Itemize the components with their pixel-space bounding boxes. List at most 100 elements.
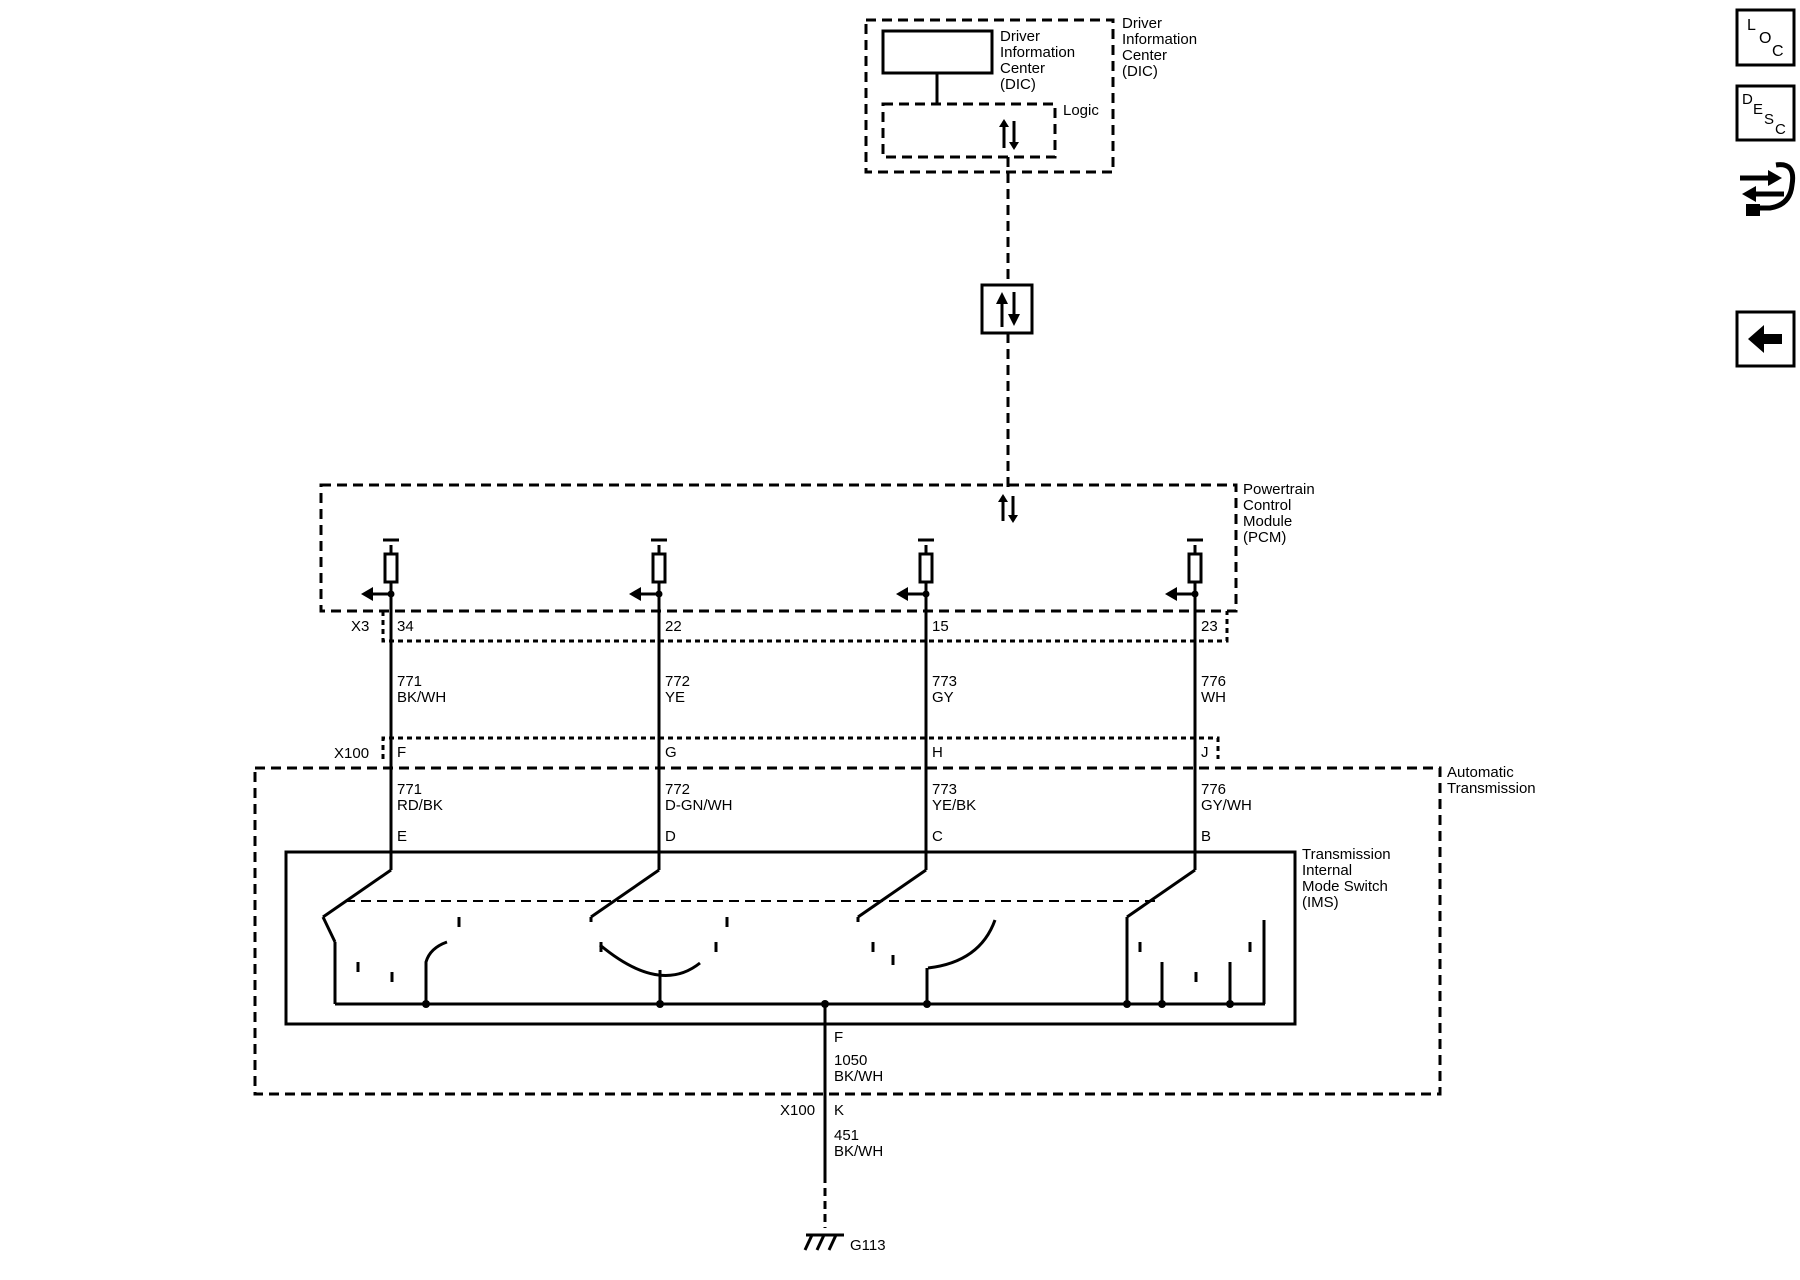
x100-pin-G: G [665, 744, 677, 761]
lower-wire-number: 776 [1201, 781, 1226, 798]
upper-wire-color: YE [665, 689, 685, 706]
desc-button[interactable]: D E S C [1735, 84, 1796, 142]
lower-wire-number: 773 [932, 781, 957, 798]
x100-pin-F: F [397, 744, 406, 761]
ims-bus-junction [1226, 1000, 1234, 1008]
pcm-module [319, 483, 1238, 613]
pcm-pin-23: 23 [1201, 618, 1218, 635]
pcm-comm-icon [998, 494, 1018, 523]
ims-label-4: (IMS) [1302, 894, 1339, 911]
pcm-input-arrow [629, 587, 641, 601]
ground-x100-label: X100 [780, 1102, 815, 1119]
ground-wire2-color: BK/WH [834, 1143, 883, 1160]
pcm-label-2: Control [1243, 497, 1291, 514]
dic-logic-label: Logic [1063, 102, 1099, 119]
dic-inner-label-3: Center [1000, 60, 1045, 77]
desc-letter-c: C [1775, 121, 1786, 138]
loc-button[interactable]: L O C [1735, 8, 1796, 67]
automatic-transmission-box [253, 766, 1442, 1096]
x3-connector-label: X3 [351, 618, 369, 635]
ims-pin-E: E [397, 828, 407, 845]
ims-switch-e [321, 852, 461, 1004]
ims-bus-junction [923, 1000, 931, 1008]
ims-switch-box [284, 850, 1297, 1026]
upper-wire-color: WH [1201, 689, 1226, 706]
ground-x100-pin: K [834, 1102, 844, 1119]
pcm-resistor [918, 552, 934, 584]
desc-letter-d: D [1742, 91, 1753, 108]
lower-wire-color: D-GN/WH [665, 797, 733, 814]
upper-wire-number: 776 [1201, 673, 1226, 690]
x100-connector [381, 736, 1220, 759]
ims-switch-c [856, 852, 997, 1004]
upper-wire-number: 771 [397, 673, 422, 690]
pcm-input-arrow [896, 587, 908, 601]
ims-bus-junction [422, 1000, 430, 1008]
lower-wire-color: RD/BK [397, 797, 443, 814]
ims-bus-junction [1158, 1000, 1166, 1008]
ground-ims-pin: F [834, 1029, 843, 1046]
dic-inner-label-2: Information [1000, 44, 1075, 61]
ims-label-1: Transmission [1302, 846, 1391, 863]
ims-pin-B: B [1201, 828, 1211, 845]
upper-wire-number: 772 [665, 673, 690, 690]
ground-label: G113 [850, 1237, 886, 1254]
dic-display [881, 29, 994, 75]
desc-letter-e: E [1753, 101, 1763, 118]
upper-wire-color: GY [932, 689, 954, 706]
loc-letter-c: C [1772, 43, 1784, 60]
dic-logic-comm-icon [999, 119, 1019, 150]
dic-inner-label-4: (DIC) [1000, 76, 1036, 93]
pcm-resistor [1187, 552, 1203, 584]
dic-outer-label-1: Driver [1122, 15, 1162, 32]
ims-bus-junction [656, 1000, 664, 1008]
ground-wire1-color: BK/WH [834, 1068, 883, 1085]
pcm-resistor [651, 552, 667, 584]
x100-connector-label: X100 [334, 745, 369, 762]
lower-wire-color: GY/WH [1201, 797, 1252, 814]
lower-wire-color: YE/BK [932, 797, 976, 814]
ims-bus-junction [1123, 1000, 1131, 1008]
dic-logic-box [881, 102, 1057, 159]
ims-switch-b [1125, 852, 1266, 1004]
ground-wire2-number: 451 [834, 1127, 859, 1144]
pcm-pin-15: 15 [932, 618, 949, 635]
ground-wire1-number: 1050 [834, 1052, 867, 1069]
ims-pin-D: D [665, 828, 676, 845]
loc-letter-l: L [1747, 17, 1756, 34]
pcm-resistor [383, 552, 399, 584]
dic-outer-label-4: (DIC) [1122, 63, 1158, 80]
x100-pin-J: J [1201, 744, 1209, 761]
desc-letter-s: S [1764, 111, 1774, 128]
pcm-input-arrow [1165, 587, 1177, 601]
ims-pin-C: C [932, 828, 943, 845]
automatic-transmission-label-2: Transmission [1447, 780, 1536, 797]
lower-wire-number: 771 [397, 781, 422, 798]
dic-inner-label-1: Driver [1000, 28, 1040, 45]
automatic-transmission-label-1: Automatic [1447, 764, 1514, 781]
loc-letter-o: O [1759, 30, 1771, 47]
pcm-pin-22: 22 [665, 618, 682, 635]
upper-wire-color: BK/WH [397, 689, 446, 706]
ims-bus-junction [821, 1000, 829, 1008]
dic-outer-label-3: Center [1122, 47, 1167, 64]
back-arrow-icon [1748, 325, 1782, 353]
dic-outer-label-2: Information [1122, 31, 1197, 48]
dic-module [864, 18, 1115, 174]
pcm-label-3: Module [1243, 513, 1292, 530]
pcm-label-4: (PCM) [1243, 529, 1286, 546]
serial-data-icon [980, 283, 1034, 335]
wrench-arrows-icon[interactable] [1740, 162, 1796, 216]
pcm-label-1: Powertrain [1243, 481, 1315, 498]
ims-switch-d [589, 852, 729, 1004]
pcm-input-arrow [361, 587, 373, 601]
back-button[interactable] [1735, 310, 1796, 368]
pcm-pin-34: 34 [397, 618, 414, 635]
upper-wire-number: 773 [932, 673, 957, 690]
ims-label-3: Mode Switch [1302, 878, 1388, 895]
x100-pin-H: H [932, 744, 943, 761]
lower-wire-number: 772 [665, 781, 690, 798]
ims-label-2: Internal [1302, 862, 1352, 879]
x3-connector [381, 611, 1229, 643]
